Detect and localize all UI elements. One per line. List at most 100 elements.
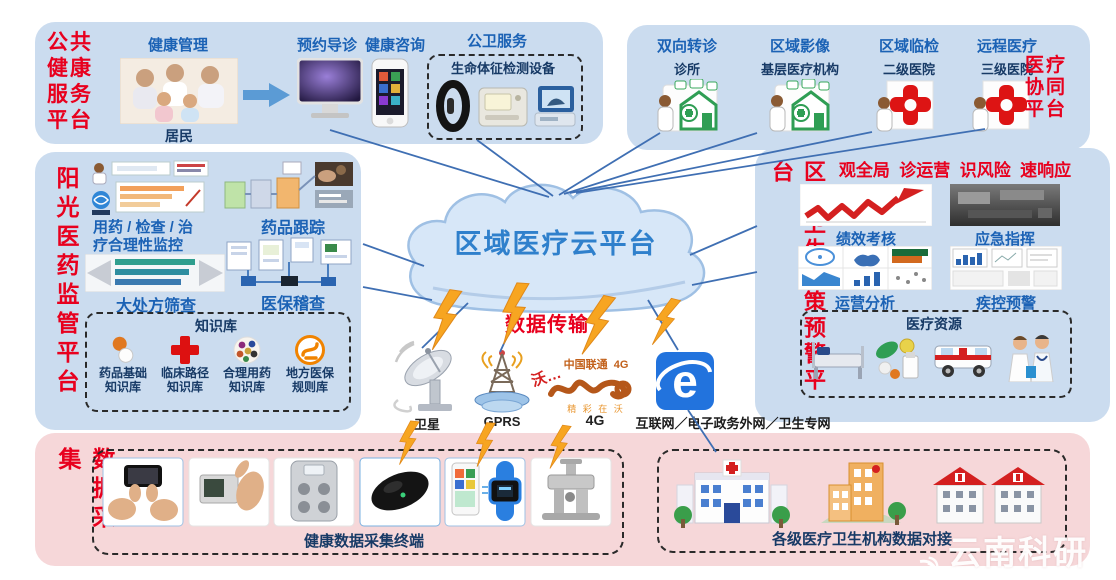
clinic-icon [767,79,831,135]
watermark-text: 云南科研派 [948,534,1089,571]
medical-resources-title: 医疗资源 [906,316,962,332]
satellite-dish-icon [390,338,464,414]
institutions-label: 各级医疗卫生机构数据对接 [771,531,952,548]
referral-title: 双向转诊 [656,38,717,55]
office-building-icon [821,462,906,525]
gprs-tower-icon [468,344,536,414]
label-line: 医疗 [1025,55,1068,76]
label-line: 健康 [47,57,93,80]
knowledge-base-box: 知识库 药品基础知识库 临床路径知识库 [85,312,351,412]
terminals-label: 健康数据采集终端 [304,533,425,550]
label-line: 平台 [1025,99,1068,120]
unicom-4g-logo: 中国联通 4G 精 彩 在 沃 沃… [529,356,649,415]
imaging-title: 区域影像 [769,38,830,55]
hospital-cross-icon [875,79,935,133]
medication-monitoring-line1: 用药 / 检查 / 治 [93,219,194,236]
knowledge-base-title: 知识库 [195,318,237,334]
unicom-slogan-text: 精 彩 在 沃 [567,404,625,414]
pills-icon [233,336,261,364]
social-insurance-logo-icon [295,335,325,365]
ie-orbit-ring [656,360,712,392]
telemedicine-title: 远程医疗 [976,38,1037,55]
red-roof-hospitals-icon [933,467,1045,524]
clinic-icon [655,79,719,135]
body-fat-scale-device [273,457,355,527]
phone-in-hands-device [102,457,184,527]
panel-public-health: 公共 健康 服务 平台 健康管理 居民 预约导诊 [35,22,603,144]
wearable-band-device [359,457,441,527]
collaboration-label: 医疗 协同 平台 [1025,55,1067,121]
kb-item-rational-drug: 合理用药知识库 [217,334,277,394]
health-monitor-icon [477,84,529,130]
kb-label: 规则库 [291,380,328,394]
consultation-label: 健康咨询 [364,37,425,54]
secondary-hospital-subtitle: 二级医院 [882,62,935,77]
medicines-icon [876,338,919,379]
cloud-title: 区域医疗云平台 [454,229,658,259]
clinic-subtitle: 诊所 [673,62,700,77]
label-line: 协同 [1025,77,1068,98]
flow-arrow-icon [243,82,291,108]
doctors-icon [1008,335,1054,382]
wristband-icon [435,80,471,132]
desktop-computer-icon [297,58,363,122]
medication-monitoring-line2: 疗合理性监控 [93,237,184,254]
panel-collaboration: 双向转诊 诊所 区域影像 基层医疗机构 区域临检 二级医院 远程医疗 三级医院 [627,25,1090,150]
hospital-bed-icon [812,342,864,379]
ambulance-icon [934,345,992,377]
internet-explorer-logo: e [656,352,714,410]
insurance-audit-image [225,236,353,288]
public-service-label: 公卫服务 [466,33,527,50]
performance-label: 绩效考核 [835,231,896,248]
panel-decision: 区域卫生决策预警平台 观全局 诊运营 识风险 速响应 绩效考核 应急指挥 [755,148,1110,422]
kb-label: 知识库 [166,380,203,394]
public-health-label: 公共 健康 服务 平台 [47,30,93,134]
kb-item-clinical-path: 临床路径知识库 [155,334,215,394]
phone-and-smartwatch-device [444,457,526,527]
hospital-cross-icon [971,79,1031,133]
prescription-screening-image [85,254,225,292]
kb-item-drug-basics: 药品基础知识库 [93,334,153,394]
appointment-label: 预约导诊 [296,37,357,54]
unicom-brand-text: 中国联通 4G [563,359,629,371]
residents-label: 居民 [165,128,193,144]
lab-title: 区域临检 [878,38,939,55]
kb-label: 知识库 [228,380,265,394]
kb-label: 知识库 [104,380,141,394]
operations-label: 运营分析 [834,295,895,312]
institutions-box: 各级医疗卫生机构数据对接 [657,449,1067,553]
capsule-icon [112,336,134,363]
kb-label: 临床路径 [160,366,209,380]
prescription-screening-label: 大处方筛查 [115,298,196,315]
vital-devices-title: 生命体征检测设备 [450,61,555,76]
kb-label: 地方医保 [285,366,334,380]
kb-label: 药品基础 [98,366,147,380]
satellite-label: 卫星 [413,417,440,432]
smartphone-icon [371,58,409,128]
vital-devices-box: 生命体征检测设备 [427,54,583,140]
performance-chart-image [800,184,932,226]
insurance-audit-label: 医保稽查 [260,296,325,313]
medical-resources-box: 医疗资源 [800,310,1072,398]
wo-swirl-icon [548,379,632,400]
label-line: 公共 [47,31,93,54]
handheld-monitor-device [188,457,270,527]
medical-equipment-device [530,457,612,527]
cdc-warning-label: 疾控预警 [975,295,1036,312]
label-line: 服务 [47,83,93,106]
panel-supervision: 阳光医药监管平台 用药 / 检查 / 治 疗合理性监控 大处方筛查 [35,152,361,430]
data-transmission-title: 数据传输 [505,314,589,336]
health-management-label: 健康管理 [147,37,208,54]
cdc-warning-image [950,246,1062,290]
label-line: 平台 [47,109,93,132]
emergency-label: 应急指挥 [974,231,1035,248]
kb-label: 合理用药 [222,366,271,380]
hospital-building-icon [674,459,790,528]
kb-item-insurance-rules: 地方医保规则库 [279,334,341,394]
emergency-command-image [950,184,1060,226]
network-label: 互联网／电子政务外网／卫生专网 [635,416,831,431]
red-cross-icon [171,336,199,364]
gprs-label: GPRS [483,414,521,429]
decision-slogan: 观全局 诊运营 识风险 速响应 [838,161,1072,180]
